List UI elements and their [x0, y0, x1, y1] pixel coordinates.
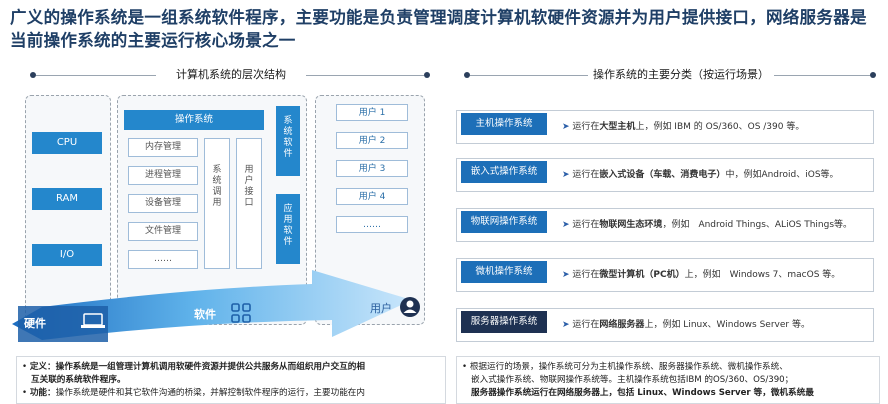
- syscall-label: 系统调用: [212, 165, 222, 208]
- user-more: ……: [336, 216, 408, 233]
- category-label-iot: 物联网操作系统: [461, 211, 547, 233]
- left-heading-rule-right: [306, 75, 424, 76]
- os-item-device: 设备管理: [128, 194, 198, 213]
- left-heading-dot-right: [424, 72, 430, 78]
- left-note-line-1-text: 操作系统是一组管理计算机调用软硬件资源并提供公共服务从而组织用户交互的相: [55, 362, 365, 372]
- arrow-right-icon: ➤: [562, 122, 573, 132]
- ram-box: RAM: [32, 188, 102, 210]
- user-2: 用户 2: [336, 132, 408, 149]
- user-interface-box: 用户接口: [236, 138, 262, 269]
- user-4: 用户 4: [336, 188, 408, 205]
- right-heading-dot-left: [464, 72, 470, 78]
- left-heading-dot-left: [30, 72, 36, 78]
- left-note-line-3-text: 操作系统是硬件和其它软件沟通的桥梁，并解控制软件程序的运行，主要功能在内: [55, 388, 365, 398]
- layer-user-label: 用户: [370, 302, 392, 315]
- left-note-line-3-label: 功能：: [29, 388, 56, 398]
- left-section-heading: 计算机系统的层次结构: [176, 68, 286, 81]
- user-interface-label: 用户接口: [244, 165, 254, 208]
- laptop-icon: [81, 313, 105, 328]
- cpu-box: CPU: [32, 132, 102, 154]
- apps-grid-icon: [231, 303, 251, 323]
- os-item-memory: 内存管理: [128, 138, 198, 157]
- left-heading-rule-left: [36, 75, 156, 76]
- layer-software-label: 软件: [194, 308, 216, 321]
- category-label-server: 服务器操作系统: [461, 311, 547, 333]
- syscall-box: 系统调用: [204, 138, 230, 269]
- category-desc-mainframe: ➤ 运行在大型主机上，例如 IBM 的 OS/360、OS /390 等。: [562, 122, 805, 132]
- category-desc-embedded: ➤ 运行在嵌入式设备（车载、消费电子）中，例如Android、iOS等。: [562, 170, 839, 180]
- user-3: 用户 3: [336, 160, 408, 177]
- left-note-line-1-label: 定义：: [29, 362, 56, 372]
- category-desc-pc: ➤ 运行在微型计算机（PC机）上，例如 Windows 7、macOS 等。: [562, 270, 841, 280]
- os-title-bar: 操作系统: [124, 110, 264, 130]
- arrow-right-icon: ➤: [562, 170, 573, 180]
- right-note: • 根据运行的场景，操作系统可分为主机操作系统、服务器操作系统、微机操作系统、 …: [462, 361, 876, 400]
- system-software-box: 系统软件: [276, 106, 300, 176]
- right-heading-rule-right: [774, 75, 870, 76]
- category-label-pc: 微机操作系统: [461, 261, 547, 283]
- arrow-right-icon: ➤: [562, 270, 573, 280]
- left-note-line-1: • 定义：操作系统是一组管理计算机调用软硬件资源并提供公共服务从而组织用户交互的…: [22, 362, 365, 372]
- arrow-right-icon: ➤: [562, 220, 573, 230]
- page-title: 广义的操作系统是一组系统软件程序，主要功能是负责管理调度计算机软硬件资源并为用户…: [10, 6, 880, 52]
- user-1: 用户 1: [336, 104, 408, 121]
- category-desc-iot: ➤ 运行在物联网生态环境，例如 Android Things、ALiOS Thi…: [562, 220, 853, 230]
- system-software-label: 系统软件: [283, 116, 293, 159]
- layer-hardware-label: 硬件: [24, 317, 46, 330]
- arrow-right-icon: ➤: [562, 320, 573, 330]
- right-note-line-2: 嵌入式操作系统、物联网操作系统等。主机操作系统包括IBM 的OS/360、OS/…: [471, 375, 794, 385]
- title-line-2: 当前操作系统的主要运行核心场景之一: [10, 31, 296, 50]
- category-desc-server: ➤ 运行在网络服务器上，例如 Linux、Windows Server 等。: [562, 320, 810, 330]
- user-avatar-icon: [400, 297, 420, 317]
- category-label-mainframe: 主机操作系统: [461, 113, 547, 135]
- left-note-box: [16, 356, 446, 404]
- layer-arrow: [12, 270, 412, 342]
- os-item-file: 文件管理: [128, 222, 198, 241]
- left-note-line-3: • 功能：操作系统是硬件和其它软件沟通的桥梁，并解控制软件程序的运行，主要功能在…: [22, 388, 365, 398]
- right-heading-rule-left: [470, 75, 588, 76]
- title-line-1: 广义的操作系统是一组系统软件程序，主要功能是负责管理调度计算机软硬件资源并为用户…: [10, 8, 867, 27]
- right-heading-dot-right: [870, 72, 876, 78]
- category-label-embedded: 嵌入式操作系统: [461, 161, 547, 183]
- right-note-box: [456, 356, 880, 404]
- left-note-line-2: 互关联的系统软件程序。: [22, 374, 442, 387]
- application-software-label: 应用软件: [283, 204, 293, 247]
- left-note: • 定义：操作系统是一组管理计算机调用软硬件资源并提供公共服务从而组织用户交互的…: [22, 361, 442, 400]
- os-item-more: ……: [128, 250, 198, 269]
- right-section-heading: 操作系统的主要分类（按运行场景）: [593, 68, 769, 81]
- os-item-process: 进程管理: [128, 166, 198, 185]
- io-box: I/O: [32, 244, 102, 266]
- right-note-line-3: 服务器操作系统运行在网络服务器上，包括 Linux、Windows Server…: [471, 388, 814, 398]
- left-note-line-2-text: 互关联的系统软件程序。: [31, 375, 126, 385]
- right-note-line-1: • 根据运行的场景，操作系统可分为主机操作系统、服务器操作系统、微机操作系统、: [462, 362, 788, 372]
- application-software-box: 应用软件: [276, 194, 300, 264]
